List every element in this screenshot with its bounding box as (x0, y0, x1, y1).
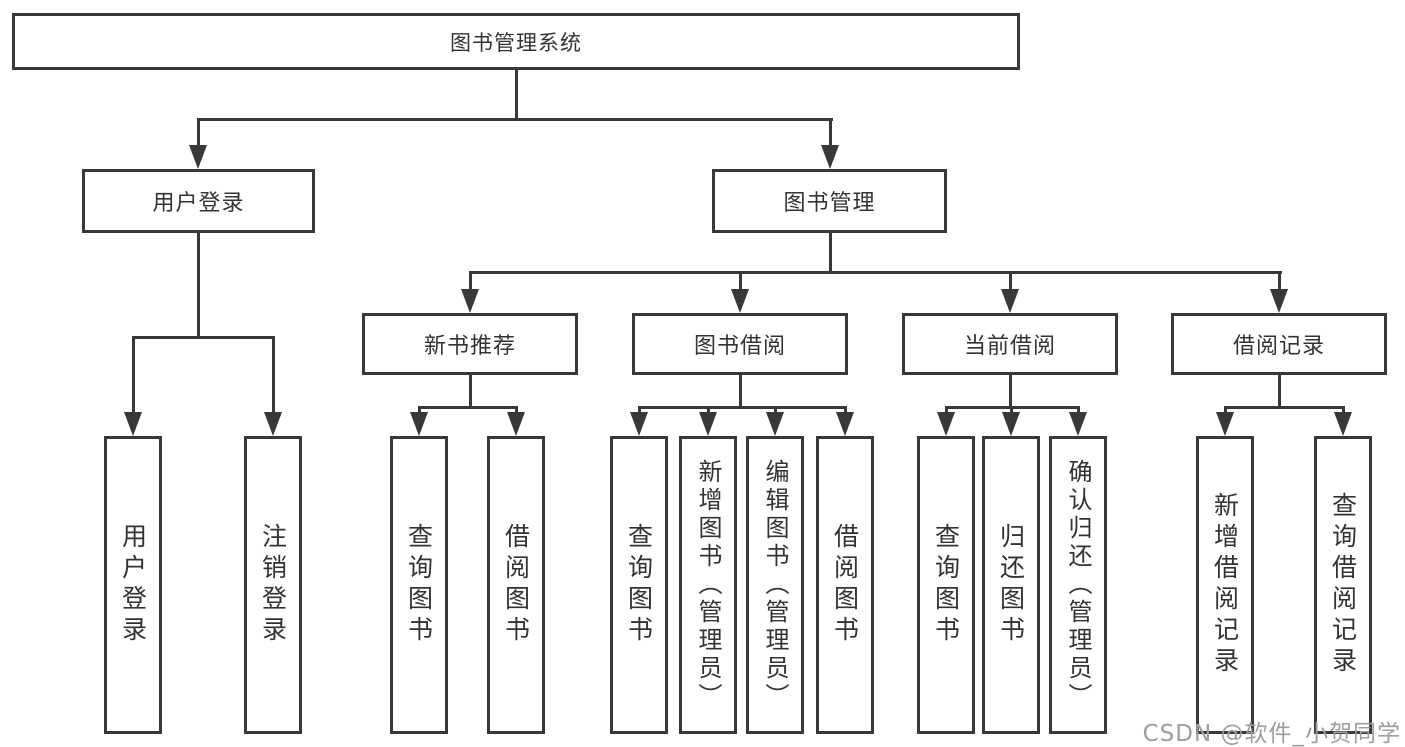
edge-login-stem (197, 233, 200, 338)
arrowhead-lf12 (1216, 412, 1234, 436)
edge-current-stem (1009, 375, 1012, 408)
edge-newbooks-bus (418, 406, 518, 409)
arrowhead-lf9 (937, 412, 955, 436)
edge-to-lf4 (515, 406, 518, 416)
arrowhead-user-login (189, 145, 207, 169)
edge-records-stem (1278, 375, 1281, 408)
edge-to-leaf-logout (272, 338, 275, 416)
arrowhead-lf10 (1002, 412, 1020, 436)
leaf-query-books-newbooks: 查询图书 (390, 436, 448, 734)
edge-to-lf13 (1342, 406, 1345, 416)
node-root: 图书管理系统 (12, 13, 1020, 70)
edge-to-book-management (829, 120, 832, 148)
arrowhead-lf6 (699, 412, 717, 436)
edge-to-current-borrow (1009, 273, 1012, 293)
leaf-borrow-books: 借阅图书 (816, 436, 874, 734)
edge-to-borrow-records (1278, 273, 1281, 293)
leaf-query-books-borrow: 查询图书 (610, 436, 668, 734)
edge-to-lf12 (1224, 406, 1227, 416)
leaf-query-borrow-record: 查询借阅记录 (1314, 436, 1372, 734)
leaf-confirm-return-admin: 确认归还（管理员） (1049, 436, 1107, 734)
node-borrow-records: 借阅记录 (1171, 313, 1387, 375)
edge-level3-bus (469, 271, 1282, 274)
edge-to-lf5 (638, 406, 641, 416)
edge-to-user-login (197, 120, 200, 148)
arrowhead-book-borrow (731, 289, 749, 313)
leaf-logout: 注销登录 (244, 436, 302, 734)
node-book-borrow: 图书借阅 (632, 313, 848, 375)
edge-to-new-books (469, 273, 472, 293)
edge-borrow-stem (739, 375, 742, 408)
edge-records-bus (1224, 406, 1345, 409)
edge-to-lf8 (844, 406, 847, 416)
arrowhead-book-management (821, 145, 839, 169)
arrowhead-lf5 (630, 412, 648, 436)
leaf-borrow-books-newbooks: 借阅图书 (487, 436, 545, 734)
arrowhead-lf13 (1334, 412, 1352, 436)
node-current-borrow: 当前借阅 (902, 313, 1118, 375)
csdn-watermark: CSDN @软件_小贺同学 (1142, 721, 1401, 747)
arrowhead-leaf-logout (264, 412, 282, 436)
edge-to-lf10 (1010, 406, 1013, 416)
arrowhead-lf3 (410, 412, 428, 436)
edge-mgmt-stem (829, 233, 832, 274)
leaf-query-books-current: 查询图书 (917, 436, 975, 734)
edge-login-bus (132, 336, 275, 339)
arrowhead-lf4 (507, 412, 525, 436)
arrowhead-lf11 (1069, 412, 1087, 436)
arrowhead-current-borrow (1001, 289, 1019, 313)
edge-level2-bus (197, 118, 833, 121)
edge-to-lf7 (774, 406, 777, 416)
arrowhead-lf8 (836, 412, 854, 436)
edge-to-leaf-user-login (132, 338, 135, 416)
edge-root-stem (515, 69, 518, 118)
arrowhead-new-books (461, 289, 479, 313)
leaf-return-books: 归还图书 (982, 436, 1040, 734)
arrowhead-leaf-user-login (124, 412, 142, 436)
edge-to-lf9 (945, 406, 948, 416)
edge-newbooks-stem (469, 375, 472, 408)
edge-to-lf6 (707, 406, 710, 416)
edge-borrow-bus (638, 406, 847, 409)
node-book-management: 图书管理 (712, 169, 947, 233)
leaf-user-login: 用户登录 (104, 436, 162, 734)
leaf-edit-books-admin: 编辑图书（管理员） (746, 436, 804, 734)
node-user-login: 用户登录 (82, 169, 315, 233)
arrowhead-borrow-records (1270, 289, 1288, 313)
edge-to-lf3 (418, 406, 421, 416)
leaf-add-borrow-record: 新增借阅记录 (1196, 436, 1254, 734)
node-new-book-recommend: 新书推荐 (362, 313, 578, 375)
edge-to-lf11 (1077, 406, 1080, 416)
edge-to-book-borrow (739, 273, 742, 293)
leaf-add-books-admin: 新增图书（管理员） (679, 436, 737, 734)
arrowhead-lf7 (766, 412, 784, 436)
